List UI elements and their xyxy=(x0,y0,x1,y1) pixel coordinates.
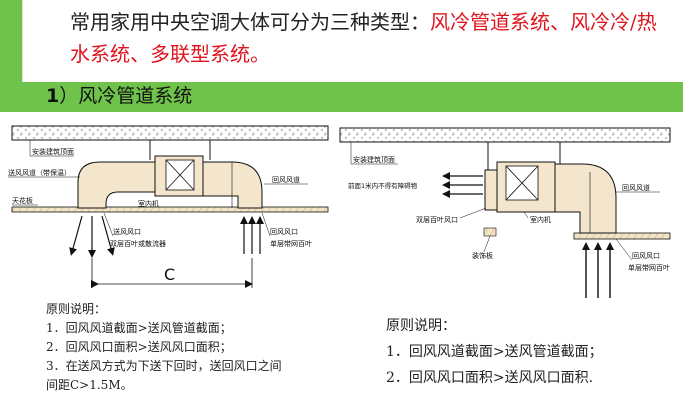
section-title: 1）风冷管道系统 xyxy=(46,81,192,108)
right-ceiling-label: 安装建筑顶面 xyxy=(353,155,395,164)
section-number: 1 xyxy=(46,85,60,107)
right-return-outlet-desc: 单层带网百叶 xyxy=(628,263,670,272)
intro-panel xyxy=(22,0,683,82)
right-return-duct-label: 回风风道 xyxy=(622,183,650,192)
right-indoor-unit-label: 室内机 xyxy=(530,215,551,224)
left-return-outlet-desc: 单层带网百叶 xyxy=(270,239,312,248)
right-ceiling-board xyxy=(573,232,671,240)
notes-left-item: 间距C>1.5M。 xyxy=(46,378,133,392)
left-supply-outlet-desc: 双层百叶或散流器 xyxy=(110,239,166,248)
right-return-duct xyxy=(554,163,617,234)
notes-left: 原则说明： 1．回风风道截面>送风管道截面； 2．回风风口面积>送风风口面积； … xyxy=(46,300,336,395)
notes-right-item: 2．回风风口面积>送风风口面积. xyxy=(386,370,594,386)
left-supply-duct xyxy=(77,161,156,209)
left-ceiling-board xyxy=(11,206,329,213)
ceiling-board-label: 天花板 xyxy=(12,196,33,205)
right-return-outlet-label: 回风风口 xyxy=(632,252,660,260)
supply-duct-label: 送风风道（带保温） xyxy=(8,168,71,177)
notes-right-title: 原则说明： xyxy=(386,318,456,334)
notes-right: 原则说明： 1．回风风道截面>送风管道截面； 2．回风风口面积>送风风口面积. xyxy=(386,313,666,391)
intro-text: 常用家用中央空调大体可分为三种类型：风冷管道系统、风冷冷/热水系统、多联型系统。 xyxy=(70,6,675,70)
right-supply-arrows xyxy=(442,172,483,198)
right-return-arrows xyxy=(582,242,614,298)
notes-left-item: 1．回风风道截面>送风管道截面； xyxy=(46,321,232,335)
front-obstacle-note: 前面1米内不得有障碍物 xyxy=(348,181,418,190)
right-diagram: 安装建筑顶面 前面1米内不得有障碍物 双层百叶风口 室内机 回风风道 装饰板 回… xyxy=(339,127,671,298)
left-return-outlet-label: 回风风口 xyxy=(270,228,298,236)
decor-board xyxy=(483,227,497,237)
distance-c-label: C xyxy=(164,265,175,284)
intro-black-text: 常用家用中央空调大体可分为三种类型： xyxy=(70,10,430,34)
left-supply-outlet-label: 送风风口 xyxy=(113,227,141,236)
right-ceiling-slab xyxy=(339,127,671,143)
left-ceiling-slab xyxy=(11,125,329,141)
duct-diagrams: C 安装建筑顶面 送风风道（带保温） 天花板 室内机 送风风口 双层百叶或散流器… xyxy=(8,125,671,298)
left-ceiling-label: 安装建筑顶面 xyxy=(32,147,74,156)
left-supply-arrows xyxy=(69,215,115,258)
decor-board-label: 装饰板 xyxy=(472,251,493,260)
notes-right-item: 1．回风风道截面>送风管道截面； xyxy=(386,344,603,360)
intro-red-text: 风冷管道系统、风冷冷/热水系统、多联型系统。 xyxy=(70,10,657,66)
left-return-arrows xyxy=(240,216,264,254)
notes-left-item: 2．回风风口面积>送风风口面积； xyxy=(46,340,232,354)
right-supply-outlet-desc: 双层百叶风口 xyxy=(416,215,458,224)
left-return-duct-label: 回风风道 xyxy=(272,175,300,184)
left-return-duct xyxy=(202,161,263,209)
section-title-text: ）风冷管道系统 xyxy=(59,85,193,107)
notes-left-item: 3．在送风方式为下送下回时，送回风口之间 xyxy=(46,359,282,373)
notes-left-title: 原则说明： xyxy=(46,302,107,316)
left-diagram: C 安装建筑顶面 送风风道（带保温） 天花板 室内机 送风风口 双层百叶或散流器… xyxy=(8,125,329,288)
left-indoor-unit-label: 室内机 xyxy=(138,199,159,208)
